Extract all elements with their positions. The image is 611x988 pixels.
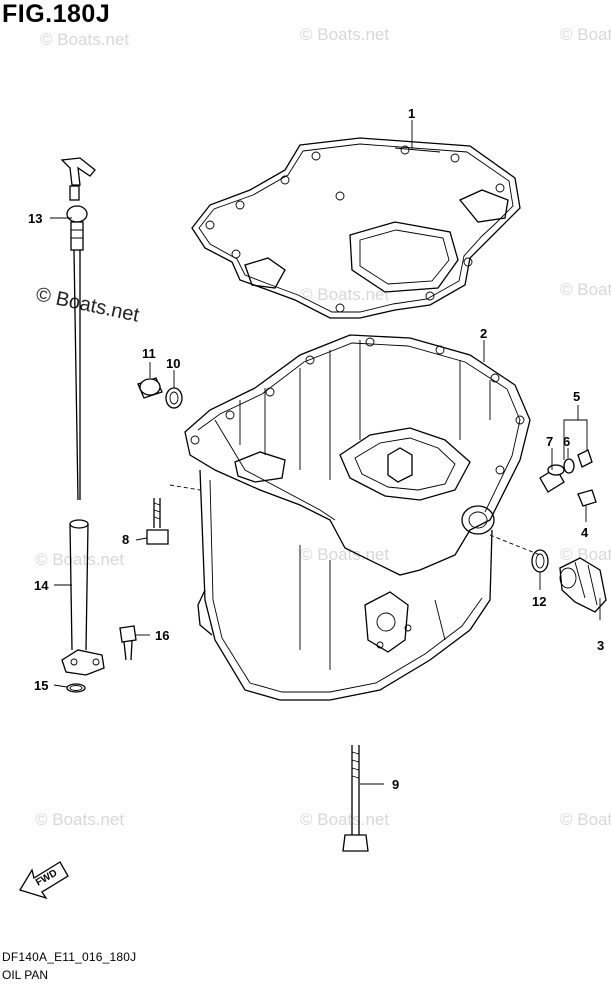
part-9-bolt[interactable] [342,745,369,852]
callout-10: 10 [166,356,180,371]
part-10-washer[interactable] [165,387,183,409]
callout-2: 2 [480,326,487,341]
callout-5: 5 [573,389,580,404]
part-11-plug[interactable] [137,377,163,399]
watermark: © Boats.net [560,280,611,299]
part-group-name: OIL PAN [2,968,49,982]
callout-12: 12 [532,594,546,609]
watermark: © Boats.net [560,810,611,829]
part-3-drain-plug[interactable] [559,557,607,613]
callout-6: 6 [563,434,570,449]
watermark-layer: © Boats.net © Boats.net © Boats.net © Bo… [34,25,611,829]
leader-lines [50,120,601,785]
figure-title: FIG.180J [2,0,111,28]
part-12-gasket-ring[interactable] [531,549,549,573]
callout-14: 14 [34,578,49,593]
callout-7: 7 [546,434,553,449]
watermark-dark: © Boats.net [34,283,142,326]
part-1-gasket[interactable] [191,137,521,319]
callout-1: 1 [408,106,415,121]
part-7-union[interactable] [539,464,565,493]
watermark: © Boats.net [35,550,124,569]
callout-labels: 1 2 3 4 5 6 7 8 9 10 11 12 13 14 15 16 [28,106,604,792]
watermark: © Boats.net [40,30,129,49]
watermark: © Boats.net [300,810,389,829]
part-5-fitting[interactable] [577,449,593,468]
part-4-cap[interactable] [577,489,597,507]
callout-9: 9 [392,777,399,792]
callout-11: 11 [142,346,156,361]
callout-4: 4 [581,525,589,540]
diagram-code: DF140A_E11_016_180J [2,950,137,964]
watermark: © Boats.net [300,285,389,304]
callout-15: 15 [34,678,48,693]
callout-13: 13 [28,211,42,226]
part-13-dipstick[interactable] [60,157,96,501]
part-2-oil-pan[interactable] [169,334,541,701]
part-14-guide-tube[interactable] [61,519,105,676]
callout-8: 8 [122,532,129,547]
watermark: © Boats.net [560,545,611,564]
part-6-o-ring[interactable] [563,458,575,474]
watermark: © Boats.net [35,810,124,829]
part-8-bolt[interactable] [146,498,169,545]
part-15-o-ring[interactable] [66,683,86,693]
watermark: © Boats.net [300,25,389,44]
callout-3: 3 [597,638,604,653]
fwd-arrow-icon: FWD [19,861,69,900]
watermark: © Boats.net [560,25,611,44]
part-16-bolt[interactable] [119,625,137,661]
callout-16: 16 [155,628,169,643]
